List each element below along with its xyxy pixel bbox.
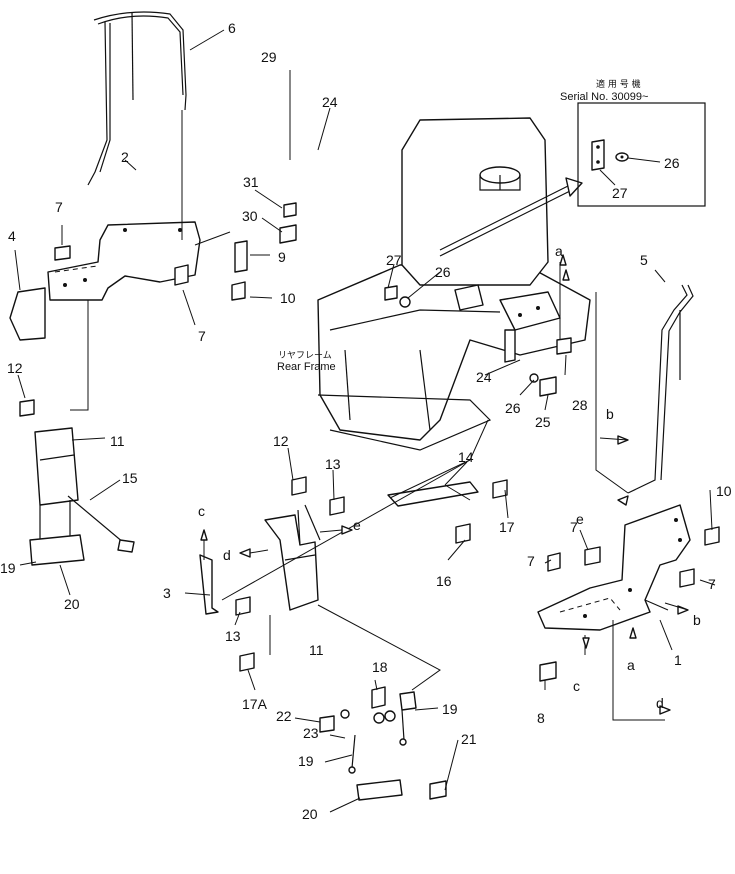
letter-d: d — [223, 547, 231, 563]
callout-21: 21 — [461, 731, 477, 747]
callout-25: 25 — [535, 414, 551, 430]
right-guard — [537, 504, 691, 631]
callout-16: 16 — [436, 573, 452, 589]
letter-e: e — [353, 517, 361, 533]
frame-label-jp: リヤフレーム — [278, 350, 332, 361]
callout-29: 29 — [261, 49, 277, 65]
callout-17A: 17A — [242, 696, 268, 712]
callout-17: 17 — [499, 519, 515, 535]
callout-7: 7 — [55, 199, 63, 215]
callout-27: 27 — [612, 185, 628, 201]
callout-19: 19 — [298, 753, 314, 769]
callout-7: 7 — [570, 519, 578, 535]
letter-b: b — [693, 612, 701, 628]
callout-26: 26 — [435, 264, 451, 280]
callout-24: 24 — [322, 94, 338, 110]
callout-8: 8 — [537, 710, 545, 726]
rear-frame — [317, 117, 591, 451]
letter-b: b — [606, 406, 614, 422]
callout-7: 7 — [198, 328, 206, 344]
callout-numbers: 6 2 7 4 7 12 11 15 19 20 29 24 31 30 9 1… — [0, 20, 732, 822]
callout-2: 2 — [121, 149, 129, 165]
callout-14: 14 — [458, 449, 474, 465]
arrow-letters: a b b a c c d d e e — [198, 243, 701, 711]
callout-19: 19 — [442, 701, 458, 717]
letter-d: d — [656, 695, 664, 711]
bolts — [19, 202, 720, 800]
callout-13: 13 — [225, 628, 241, 644]
small-parts — [199, 554, 417, 801]
callout-30: 30 — [242, 208, 258, 224]
callout-27: 27 — [386, 252, 402, 268]
letter-e: e — [576, 511, 584, 527]
callout-26: 26 — [664, 155, 680, 171]
callout-11: 11 — [309, 642, 324, 658]
serial-note-number: Serial No. 30099~ — [560, 91, 648, 103]
callout-10: 10 — [716, 483, 732, 499]
callout-24: 24 — [476, 369, 492, 385]
callout-7: 7 — [708, 576, 716, 592]
callout-19: 19 — [0, 560, 16, 576]
letter-c: c — [573, 678, 580, 694]
callout-5: 5 — [640, 252, 648, 268]
callout-12: 12 — [273, 433, 289, 449]
callout-1: 1 — [674, 652, 682, 668]
callout-9: 9 — [278, 249, 286, 265]
letter-a: a — [555, 243, 563, 259]
callout-20: 20 — [302, 806, 318, 822]
callout-13: 13 — [325, 456, 341, 472]
callout-31: 31 — [243, 174, 259, 190]
callout-11: 11 — [110, 433, 125, 449]
handrail-right — [627, 284, 688, 494]
serial-arrow — [439, 184, 571, 251]
leader-lines — [14, 29, 716, 813]
callout-3: 3 — [163, 585, 171, 601]
step-left — [29, 427, 135, 566]
callout-18: 18 — [372, 659, 388, 675]
left-guard — [9, 221, 201, 341]
callout-4: 4 — [8, 228, 16, 244]
callout-26: 26 — [505, 400, 521, 416]
frame-label-en: Rear Frame — [277, 361, 336, 373]
callout-6: 6 — [228, 20, 236, 36]
step-center — [264, 504, 321, 611]
letter-a: a — [627, 657, 635, 673]
callout-22: 22 — [276, 708, 292, 724]
direction-arrows — [200, 254, 689, 715]
callout-15: 15 — [122, 470, 138, 486]
callout-20: 20 — [64, 596, 80, 612]
callout-23: 23 — [303, 725, 319, 741]
serial-inset — [577, 102, 706, 207]
callout-7: 7 — [527, 553, 535, 569]
link-plate — [387, 481, 479, 507]
letter-c: c — [198, 503, 205, 519]
serial-note-jp: 適 用 号 機 — [596, 78, 641, 90]
handrail-left — [93, 11, 187, 111]
callout-10: 10 — [280, 290, 296, 306]
callout-12: 12 — [7, 360, 23, 376]
callout-28: 28 — [572, 397, 588, 413]
